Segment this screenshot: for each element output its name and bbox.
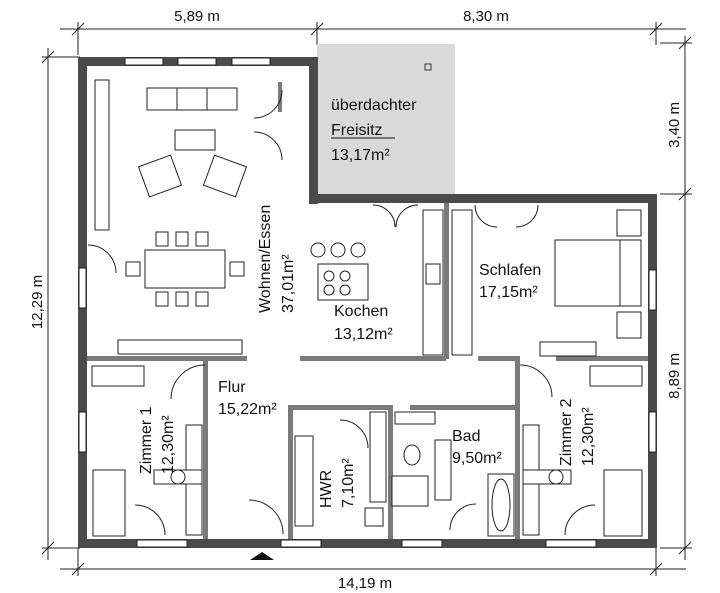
bath-area: 9,50m² — [452, 450, 502, 467]
room1-furniture — [91, 365, 203, 537]
dim-bottom: 14,19 m — [338, 575, 392, 592]
terrace-area: 13,17m² — [331, 147, 390, 164]
kitchen-furniture — [310, 209, 473, 356]
dim-top-left: 5,89 m — [174, 8, 220, 25]
kitchen-area: 13,12m² — [334, 326, 393, 343]
living-furniture — [94, 79, 248, 355]
room2-area: 12,30m² — [580, 407, 597, 466]
dim-top-right: 8,30 m — [463, 8, 509, 25]
bedroom-area: 17,15m² — [479, 284, 538, 301]
dim-right-top: 3,40 m — [666, 102, 683, 148]
living-name: Wohnen/Essen — [257, 205, 274, 313]
hall-area: 15,22m² — [218, 401, 277, 418]
utility-area: 7,10m² — [340, 458, 357, 508]
bath-furniture — [369, 411, 515, 537]
dim-right-bottom: 8,89 m — [666, 353, 683, 399]
dim-left: 12,29 m — [29, 275, 46, 329]
interior-walls — [87, 82, 648, 539]
entrance-arrow-icon — [250, 552, 274, 560]
terrace-name-line2: Freisitz — [331, 122, 383, 139]
room1-area: 12,30m² — [160, 415, 177, 474]
terrace-post — [424, 63, 432, 71]
room2-name: Zimmer 2 — [558, 398, 575, 466]
dimension-lines — [41, 22, 692, 576]
windows — [78, 57, 657, 548]
bedroom-furniture — [539, 209, 642, 357]
room2-furniture — [522, 365, 643, 537]
door-swings — [87, 89, 596, 536]
room1-name: Zimmer 1 — [138, 406, 155, 474]
terrace-name-line1: überdachter — [331, 97, 417, 114]
hall-name: Flur — [218, 379, 246, 396]
terrace-area — [317, 44, 455, 194]
utility-name: HWR — [318, 470, 335, 508]
utility-furniture — [294, 435, 384, 527]
living-area: 37,01m² — [280, 254, 297, 313]
kitchen-name: Kochen — [334, 303, 388, 320]
bath-name: Bad — [452, 428, 480, 445]
bedroom-name: Schlafen — [479, 262, 541, 279]
